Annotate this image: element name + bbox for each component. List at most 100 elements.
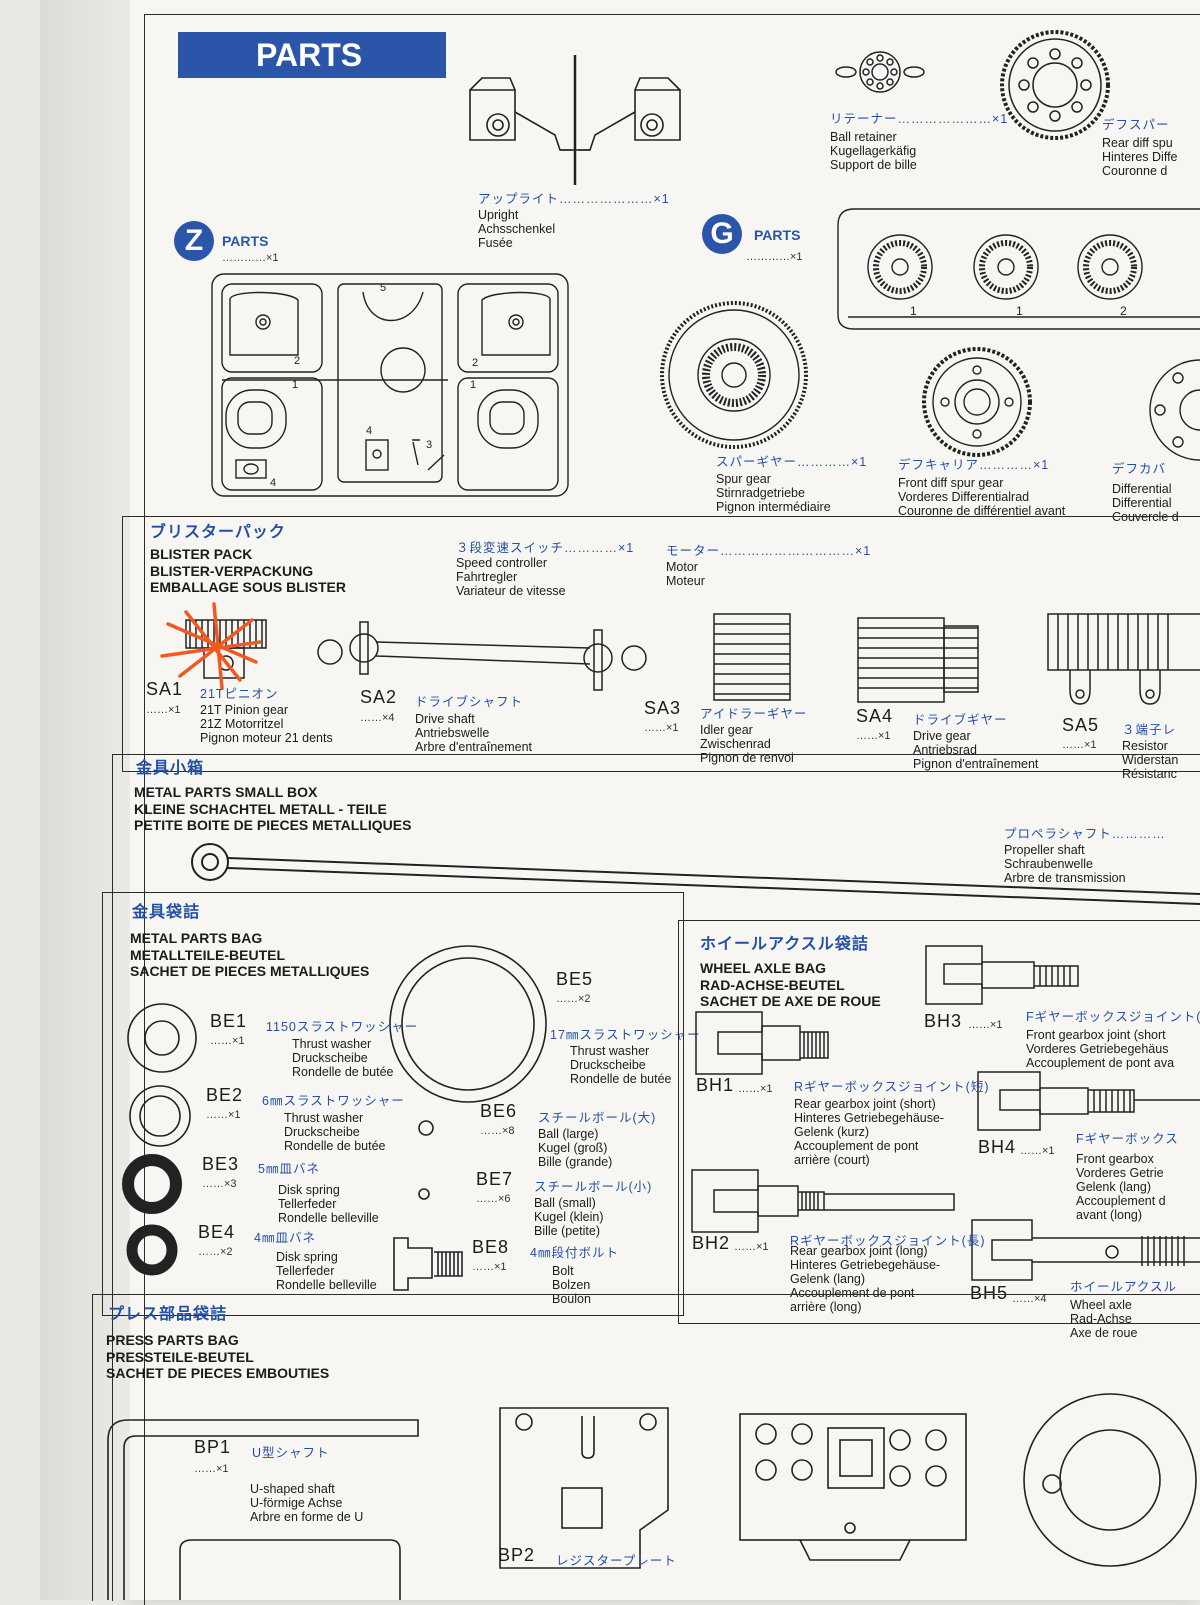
resistor-drawing bbox=[1047, 613, 1200, 705]
diff-cover-jp-label: デフカバ bbox=[1112, 462, 1167, 476]
be6-code: BE6 bbox=[480, 1101, 518, 1121]
metal-small-box-section bbox=[112, 754, 1200, 1601]
diff-carrier-jp-label: デフキャリア…………×1 bbox=[898, 458, 1050, 472]
bp1-jp: U型シャフト bbox=[252, 1446, 330, 1460]
be4-jp: 4㎜皿バネ bbox=[254, 1231, 316, 1245]
sa5-code: SA5 bbox=[1062, 715, 1100, 735]
z-num-4a: 4 bbox=[366, 425, 372, 437]
sa2-qty: ……×4 bbox=[360, 712, 395, 724]
g-parts-letter-badge: G bbox=[702, 214, 742, 254]
be7-code: BE7 bbox=[476, 1169, 514, 1189]
sa2-code: SA2 bbox=[360, 687, 398, 707]
be2-jp: 6㎜スラストワッシャー bbox=[262, 1094, 405, 1108]
be5-code: BE5 bbox=[556, 969, 594, 989]
metal-bag-parts-drawing bbox=[122, 945, 547, 1291]
bh5-qty: ……×4 bbox=[1012, 1293, 1047, 1305]
bp1-qty: ……×1 bbox=[194, 1463, 229, 1475]
be3-code: BE3 bbox=[202, 1154, 240, 1174]
sa1-code: SA1 bbox=[146, 679, 184, 699]
upright-sprue-drawing bbox=[469, 55, 681, 185]
bh1-qty: ……×1 bbox=[738, 1083, 773, 1095]
bh4-qty: ……×1 bbox=[1020, 1145, 1055, 1157]
blister-pack-section bbox=[122, 516, 1200, 772]
be2-qty: ……×1 bbox=[206, 1109, 241, 1121]
metal-parts-bag-section bbox=[102, 892, 684, 1316]
bh4-code: BH4 bbox=[978, 1137, 1017, 1157]
be6-labels: Ball (large)Kugel (groß)Bille (grande) bbox=[538, 1127, 613, 1169]
motor-jp-label: モーター…………………………×1 bbox=[666, 544, 872, 558]
z-num-2a: 2 bbox=[294, 355, 300, 367]
z-num-1b: 1 bbox=[470, 379, 476, 391]
g-num-1a: 1 bbox=[910, 304, 917, 318]
diff-cover-drawing bbox=[1149, 359, 1200, 461]
rear-diff-jp-label: デフスパー bbox=[1102, 118, 1170, 132]
z-num-3: 3 bbox=[426, 439, 432, 451]
bh1-code: BH1 bbox=[696, 1075, 735, 1095]
sa3-qty: ……×1 bbox=[644, 722, 679, 734]
bh2-code: BH2 bbox=[692, 1233, 731, 1253]
z-parts-letter-badge: Z bbox=[174, 221, 214, 261]
parts-frame bbox=[144, 14, 1200, 1605]
spur-jp-label: スパーギヤー…………×1 bbox=[716, 455, 868, 469]
sa3-jp: アイドラーギヤー bbox=[700, 707, 808, 721]
bh1-jp: Rギヤーボックスジョイント(短) bbox=[794, 1080, 990, 1094]
be7-labels: Ball (small)Kugel (klein)Bille (petite) bbox=[534, 1196, 604, 1238]
be3-qty: ……×3 bbox=[202, 1178, 237, 1190]
wheel-bag-jp-title: ホイールアクスル袋詰 bbox=[700, 936, 869, 953]
be6-qty: ……×8 bbox=[480, 1125, 515, 1137]
press-parts-drawing bbox=[107, 1393, 1197, 1600]
pinion-gear-drawing bbox=[160, 602, 267, 690]
be8-code: BE8 bbox=[472, 1237, 510, 1257]
idler-gear-drawing bbox=[713, 613, 791, 701]
be5-jp: 17㎜スラストワッシャー bbox=[550, 1028, 701, 1042]
rear-diff-gear-drawing bbox=[1000, 30, 1110, 140]
propeller-shaft-drawing bbox=[191, 843, 1200, 905]
sa2-jp: ドライブシャフト bbox=[415, 695, 524, 709]
propeller-jp: プロペラシャフト………… bbox=[1004, 827, 1166, 841]
be7-jp: スチールボール(小) bbox=[534, 1180, 653, 1194]
wheel-axle-parts-drawing bbox=[691, 945, 1200, 1281]
be3-jp: 5㎜皿バネ bbox=[258, 1162, 320, 1176]
switch-jp-label: ３段変速スイッチ…………×1 bbox=[456, 541, 635, 555]
bp2-jp: レジスタープレート bbox=[556, 1554, 677, 1568]
wheel-axle-bag-section bbox=[678, 920, 1200, 1324]
be1-jp: 1150スラストワッシャー bbox=[266, 1020, 419, 1034]
g-parts-qty: …………×1 bbox=[746, 251, 803, 263]
g-num-1b: 1 bbox=[1016, 304, 1023, 318]
g-parts-sprue-drawing: 1 1 2 bbox=[837, 208, 1200, 330]
parts-title-banner: PARTS bbox=[178, 32, 446, 78]
retainer-jp-label: リテーナー…………………×1 bbox=[830, 112, 1009, 126]
spur-gear-drawing bbox=[660, 301, 808, 449]
be7-qty: ……×6 bbox=[476, 1193, 511, 1205]
bh2-labels: Rear gearbox joint (long)Hinteres Getrie… bbox=[790, 1244, 941, 1314]
upright-jp-label: アップライト…………………×1 bbox=[478, 192, 670, 206]
g-parts-label: PARTS bbox=[754, 227, 801, 243]
sa1-qty: ……×1 bbox=[146, 704, 181, 716]
be8-qty: ……×1 bbox=[472, 1261, 507, 1273]
be6-jp: スチールボール(大) bbox=[538, 1111, 657, 1125]
sa4-jp: ドライブギヤー bbox=[913, 713, 1008, 727]
